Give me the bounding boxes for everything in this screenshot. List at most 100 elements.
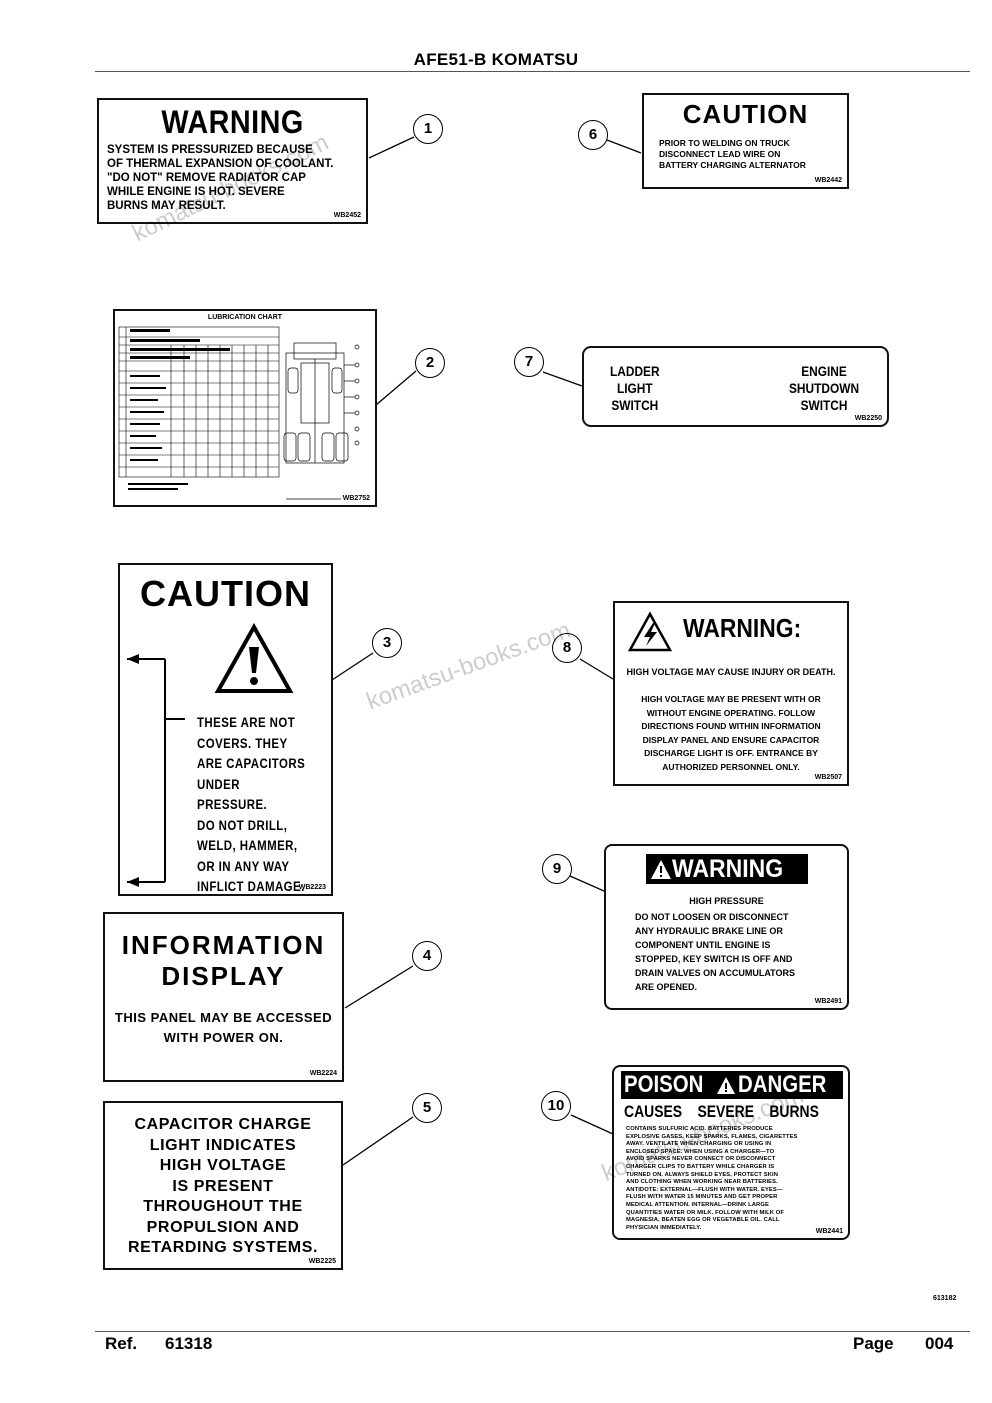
label-line: CAPACITOR CHARGE — [134, 1116, 312, 1133]
label-line: MEDICAL ATTENTION. INTERNAL—DRINK LARGE — [626, 1201, 769, 1208]
label-line: LIGHT — [616, 380, 653, 396]
page-number: 004 — [925, 1334, 954, 1353]
label-line: OF THERMAL EXPANSION OF COOLANT. — [107, 158, 334, 170]
label-line: EXPLOSIVE GASES. KEEP SPARKS, FLAMES, CI… — [626, 1133, 798, 1140]
callout-1: 1 — [413, 114, 443, 144]
label-line: CHARGER CLIPS TO BATTERY WHILE CHARGER I… — [626, 1163, 775, 1170]
label-line: MAGNESIA, BEATEN EGG OR VEGETABLE OIL. C… — [626, 1217, 780, 1224]
label-coolant-warning: WARNING SYSTEM IS PRESSURIZED BECAUSE OF… — [97, 98, 368, 224]
label-code: WB2442 — [814, 177, 842, 184]
label-line: IS PRESENT — [172, 1177, 274, 1195]
label-poison-danger: POISON DANGER CAUSES SEVERE BURNS CONTAI… — [612, 1065, 850, 1240]
warning-triangle-icon — [717, 1077, 735, 1094]
label-title: WARNING — [161, 104, 304, 140]
label-line: "DO NOT" REMOVE RADIATOR CAP — [107, 172, 306, 184]
page-title: AFE51-B KOMATSU — [413, 50, 579, 69]
label-line: INFLICT DAMAGE. — [197, 879, 305, 894]
label-line: BATTERY CHARGING ALTERNATOR — [659, 160, 806, 170]
label-line: WITHOUT ENGINE OPERATING. FOLLOW — [646, 707, 816, 718]
warning-triangle-icon — [651, 860, 671, 879]
label-line: WITH POWER ON. — [163, 1030, 284, 1045]
label-line: SHUTDOWN — [789, 380, 860, 396]
callout-5: 5 — [412, 1093, 442, 1123]
label-line: HIGH VOLTAGE — [159, 1157, 287, 1174]
label-line: DO NOT LOOSEN OR DISCONNECT — [635, 912, 789, 922]
ref-value: 61318 — [165, 1334, 213, 1353]
label-line: TURNED ON. ALWAYS SHIELD EYES, PROTECT S… — [626, 1171, 779, 1178]
label-line: DISCHARGE LIGHT IS OFF. ENTRANCE BY — [644, 748, 818, 758]
footer-divider — [95, 1331, 970, 1332]
label-line: WHILE ENGINE IS HOT. SEVERE — [107, 186, 285, 198]
label-high-voltage-warning: WARNING: HIGH VOLTAGE MAY CAUSE INJURY O… — [613, 601, 849, 786]
callout-7: 7 — [514, 347, 544, 377]
label-line: ARE OPENED. — [635, 982, 698, 992]
callout-10: 10 — [541, 1091, 571, 1121]
label-code: WB2507 — [814, 774, 842, 781]
header-divider — [95, 71, 970, 72]
label-code: WB2752 — [342, 495, 370, 502]
label-line: SWITCH — [611, 397, 659, 413]
label-line: ENCLOSED SPACE. WHEN USING A CHARGER—TO — [626, 1148, 775, 1155]
label-line: OR IN ANY WAY — [197, 858, 290, 874]
label-line: PHYSICIAN IMMEDIATELY. — [626, 1224, 702, 1231]
label-line: LIGHT INDICATES — [149, 1136, 297, 1154]
page-label: Page — [853, 1334, 894, 1353]
label-code: WB2491 — [814, 998, 842, 1005]
label-code: WB2224 — [309, 1070, 337, 1077]
label-line: DISPLAY PANEL AND ENSURE CAPACITOR — [642, 734, 820, 745]
label-line: DO NOT DRILL, — [197, 817, 288, 833]
label-line: ANY HYDRAULIC BRAKE LINE OR — [635, 926, 783, 936]
label-line: AWAY. VENTILATE WHEN CHARGING OR USING I… — [626, 1141, 772, 1148]
label-line: RETARDING SYSTEMS. — [127, 1239, 319, 1256]
danger-banner: POISON DANGER — [621, 1071, 843, 1099]
label-line: ARE CAPACITORS — [197, 756, 306, 771]
label-line: LADDER — [610, 363, 660, 379]
callout-6: 6 — [578, 120, 608, 150]
label-line: DIRECTIONS FOUND WITHIN INFORMATION — [641, 721, 821, 731]
label-information-display: INFORMATION DISPLAY THIS PANEL MAY BE AC… — [103, 912, 344, 1082]
label-title: POISON — [624, 1071, 704, 1098]
label-title: DISPLAY — [161, 961, 286, 991]
label-title: CAUTION — [682, 99, 809, 129]
electric-shock-icon — [627, 611, 673, 652]
callout-3: 3 — [372, 628, 402, 658]
label-line: DRAIN VALVES ON ACCUMULATORS — [635, 968, 796, 978]
label-line: CONTAINS SULFURIC ACID. BATTERIES PRODUC… — [626, 1126, 773, 1132]
label-line: AVOID SPARKS NEVER CONNECT OR DISCONNECT — [626, 1156, 776, 1163]
label-title: LUBRICATION CHART — [207, 314, 283, 321]
callout-8: 8 — [552, 633, 582, 663]
warning-banner: WARNING — [646, 854, 808, 884]
label-capacitor-caution: CAUTION THESE ARE NOT COVERS. THEY ARE C… — [118, 563, 333, 896]
label-line: SWITCH — [800, 397, 848, 413]
label-line: THROUGHOUT THE — [143, 1198, 303, 1215]
label-line: AND CLOTHING WHEN WORKING NEAR BATTERIES… — [626, 1179, 778, 1186]
callout-2: 2 — [415, 348, 445, 378]
callout-4: 4 — [412, 941, 442, 971]
label-line: BURNS MAY RESULT. — [107, 200, 226, 212]
callout-9: 9 — [542, 854, 572, 884]
label-title: CAUTION — [140, 573, 311, 614]
label-code: WB2250 — [854, 415, 882, 422]
label-line: DISCONNECT LEAD WIRE ON — [659, 149, 781, 159]
label-code: WB2225 — [308, 1258, 336, 1265]
label-line: AUTHORIZED PERSONNEL ONLY. — [662, 761, 800, 772]
label-title: WARNING — [672, 855, 784, 883]
label-line: UNDER PRESSURE. — [197, 776, 268, 813]
label-capacitor-charge: CAPACITOR CHARGE LIGHT INDICATES HIGH VO… — [103, 1101, 343, 1270]
label-line: PRIOR TO WELDING ON TRUCK — [659, 138, 790, 148]
warning-triangle-icon — [214, 623, 294, 693]
label-lubrication-chart: LUBRICATION CHART — [113, 309, 377, 507]
label-line: COVERS. THEY — [197, 735, 288, 751]
label-line: SYSTEM IS PRESSURIZED BECAUSE — [107, 144, 313, 156]
label-line: WELD, HAMMER, — [197, 838, 298, 853]
label-line: ENGINE — [801, 363, 847, 379]
label-switches: LADDER LIGHT SWITCH ENGINE SHUTDOWN SWIT… — [582, 346, 889, 427]
label-subtitle: HIGH PRESSURE — [689, 896, 764, 906]
label-line: HIGH VOLTAGE MAY BE PRESENT WITH OR — [641, 694, 821, 704]
label-line: THESE ARE NOT — [197, 715, 296, 730]
label-welding-caution: CAUTION PRIOR TO WELDING ON TRUCK DISCON… — [642, 93, 849, 189]
arrow-bracket-icon — [127, 654, 185, 887]
label-title: WARNING: — [683, 613, 802, 643]
label-line: STOPPED, KEY SWITCH IS OFF AND — [635, 954, 793, 964]
